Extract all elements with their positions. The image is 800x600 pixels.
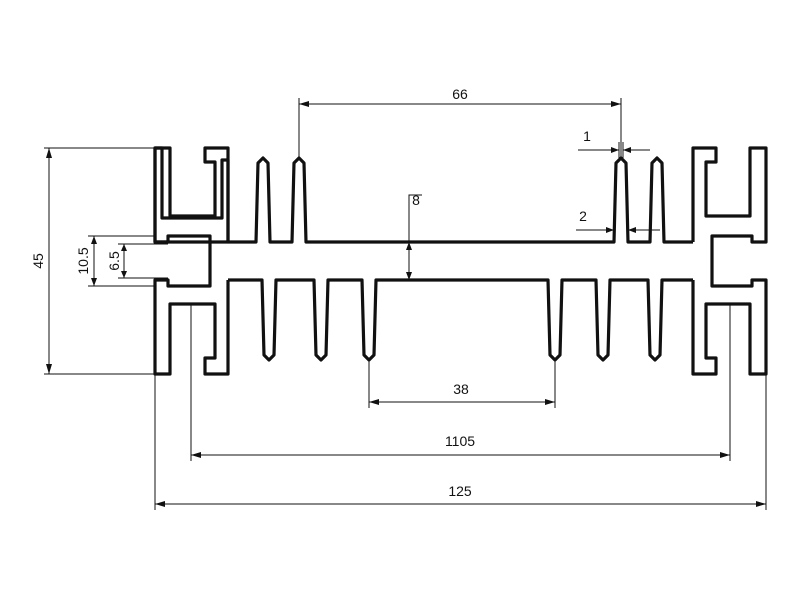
dim-base-thickness: 8	[406, 192, 422, 280]
dim-overall-height: 45	[30, 147, 155, 375]
base-bottom-line	[228, 278, 693, 362]
dim-bottom-fin-span: 38	[368, 360, 556, 408]
dim-outer-gap: 10.5	[75, 235, 155, 287]
heatsink-profile	[153, 146, 768, 376]
dim-base-thickness-label: 8	[412, 192, 420, 208]
dim-top-fin-span: 66	[298, 86, 622, 158]
dim-fin-root: 2	[576, 208, 660, 233]
left-clamp	[153, 146, 230, 376]
dim-inner-width-label: 1105	[445, 433, 475, 449]
right-clamp	[691, 146, 768, 376]
dim-fin-root-label: 2	[579, 208, 587, 224]
dim-overall-height-label: 45	[30, 253, 46, 269]
dim-inner-width: 1105	[190, 304, 731, 461]
dim-overall-width: 125	[154, 374, 767, 510]
dim-fin-tip-label: 1	[583, 128, 591, 144]
dim-inner-gap: 6.5	[106, 243, 168, 279]
dim-outer-gap-label: 10.5	[75, 247, 91, 274]
dim-overall-width-label: 125	[448, 483, 472, 499]
base-top-edge	[153, 146, 230, 244]
dim-fin-tip: 1	[578, 128, 650, 158]
dim-bottom-fin-span-label: 38	[453, 381, 469, 397]
dim-inner-gap-label: 6.5	[106, 251, 122, 271]
base-top-line	[228, 156, 693, 244]
dim-top-fin-span-label: 66	[452, 86, 468, 102]
dimensions: 66 1 2 8	[30, 86, 767, 510]
